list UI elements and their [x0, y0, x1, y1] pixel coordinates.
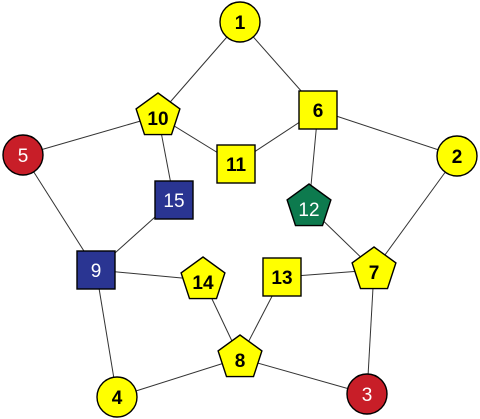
node-12-pentagon-shape: [286, 183, 332, 227]
node-12: 12: [286, 183, 332, 227]
node-5-circle-shape: [2, 134, 44, 176]
node-6: 6: [298, 90, 338, 130]
node-14-label: 14: [192, 273, 214, 294]
node-2: 2: [436, 135, 478, 177]
node-6-label: 6: [313, 101, 324, 122]
node-3-label: 3: [362, 385, 373, 406]
node-1-circle-shape: [219, 1, 261, 43]
edge-8-4: [116, 357, 241, 398]
node-8: 8: [217, 334, 263, 378]
node-5: 5: [2, 134, 44, 176]
node-7: 7: [351, 246, 397, 290]
node-15-square-shape: [154, 180, 194, 220]
node-4-label: 4: [112, 388, 123, 409]
edge-8-3: [239, 357, 368, 395]
node-6-square-shape: [298, 90, 338, 130]
node-4: 4: [96, 376, 138, 418]
node-8-label: 8: [235, 351, 246, 372]
node-10-pentagon-shape: [135, 92, 181, 136]
node-13-square-shape: [262, 257, 302, 297]
node-11: 11: [216, 144, 256, 184]
node-8-pentagon-shape: [217, 334, 263, 378]
node-15: 15: [154, 180, 194, 220]
edge-1-10: [157, 21, 241, 117]
edge-6-2: [317, 109, 458, 157]
node-9-square-shape: [76, 250, 116, 290]
edge-9-4: [95, 269, 118, 398]
edge-2-7: [373, 155, 458, 271]
node-14: 14: [180, 256, 226, 300]
node-3-circle-shape: [346, 373, 388, 415]
node-1: 1: [219, 1, 261, 43]
node-11-label: 11: [226, 155, 247, 176]
node-2-label: 2: [452, 147, 463, 168]
node-9-label: 9: [91, 261, 102, 282]
node-3: 3: [346, 373, 388, 415]
node-10: 10: [135, 92, 181, 136]
node-11-square-shape: [216, 144, 256, 184]
node-2-circle-shape: [436, 135, 478, 177]
node-10-label: 10: [147, 109, 168, 130]
node-12-label: 12: [298, 200, 319, 221]
node-13: 13: [262, 257, 302, 297]
edge-10-5: [22, 115, 159, 156]
node-4-circle-shape: [96, 376, 138, 418]
node-7-label: 7: [369, 263, 380, 284]
node-5-label: 5: [18, 146, 29, 167]
node-1-label: 1: [235, 13, 246, 34]
node-14-pentagon-shape: [180, 256, 226, 300]
node-7-pentagon-shape: [351, 246, 397, 290]
node-13-label: 13: [271, 268, 292, 289]
node-15-label: 15: [163, 191, 184, 212]
node-9: 9: [76, 250, 116, 290]
